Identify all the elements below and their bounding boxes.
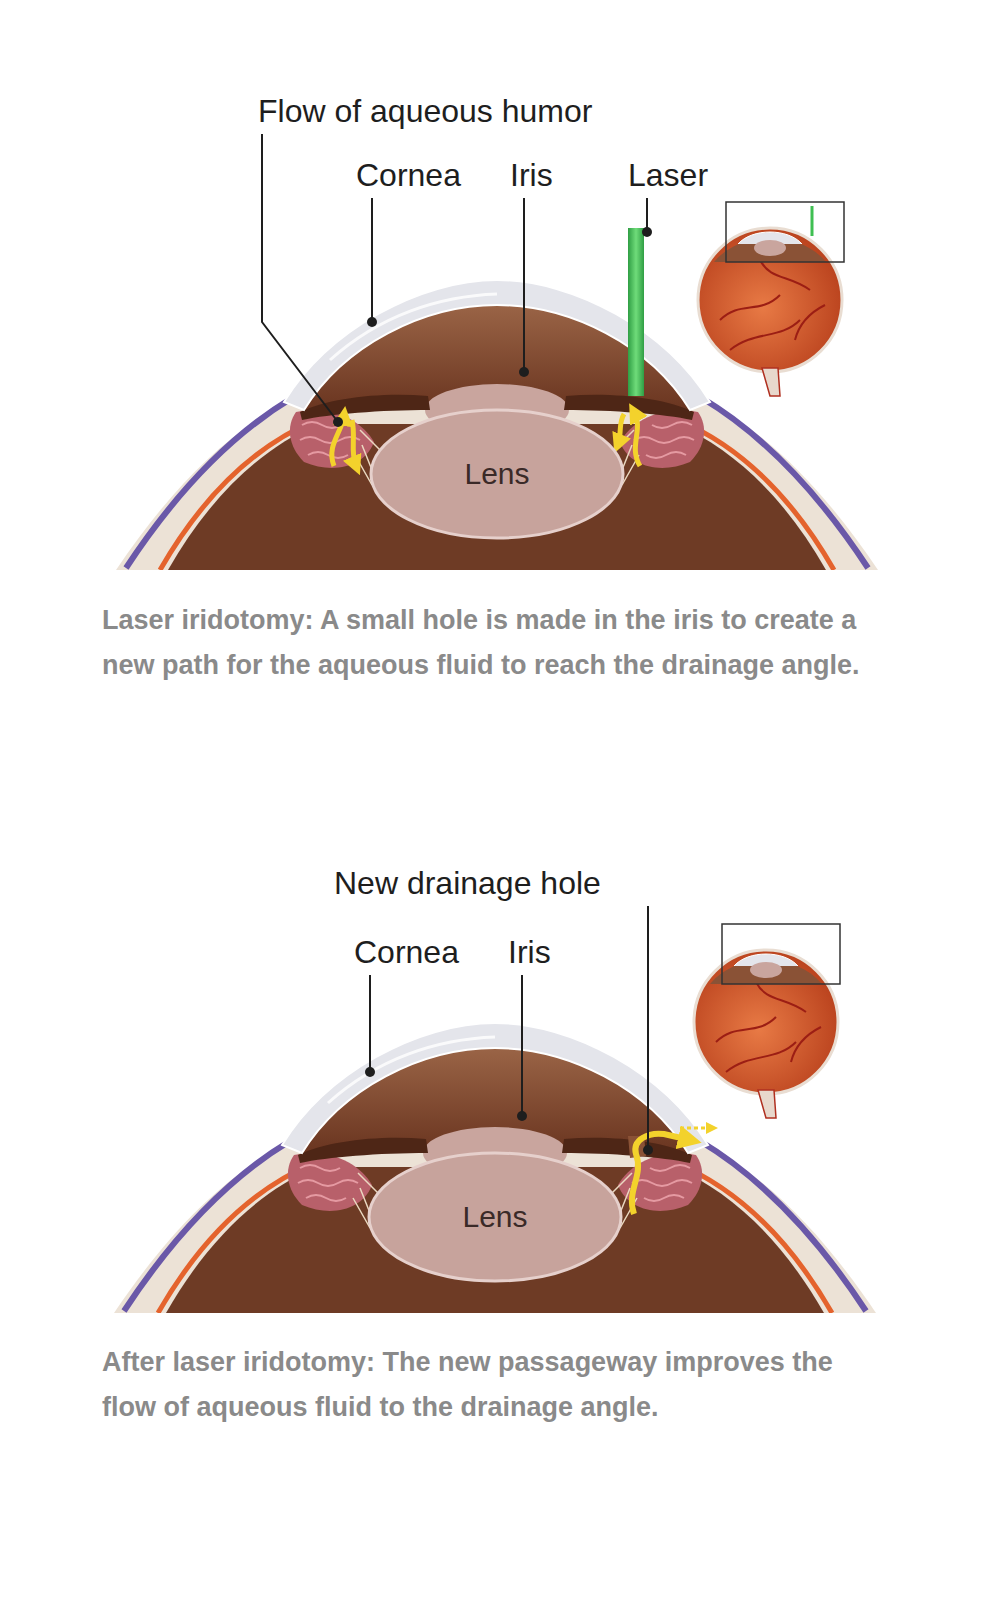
leader-line xyxy=(369,975,371,1072)
structure-label: Lens xyxy=(367,1200,623,1234)
leader-line xyxy=(371,198,373,322)
leader-dot xyxy=(643,1145,653,1155)
leader-line xyxy=(262,134,338,422)
leader-line xyxy=(647,906,649,1150)
aqueous-flow-arrow xyxy=(332,416,344,466)
leader-line xyxy=(646,198,648,232)
leader-dot xyxy=(333,417,343,427)
leader-line xyxy=(521,975,523,1116)
eyeball-inset xyxy=(698,228,842,396)
part-label: Flow of aqueous humor xyxy=(258,92,592,130)
lens-shape: Lens xyxy=(369,408,625,540)
lens-text: Lens xyxy=(369,457,625,491)
inset-frame xyxy=(726,202,844,262)
part-label: Cornea xyxy=(354,933,459,971)
figure-caption: After laser iridotomy: The new passagewa… xyxy=(102,1340,882,1430)
leader-dot xyxy=(517,1111,527,1121)
part-label: Iris xyxy=(508,933,551,971)
leader-dot xyxy=(519,367,529,377)
part-label: New drainage hole xyxy=(334,864,601,902)
leader-dot xyxy=(365,1067,375,1077)
aqueous-flow-arrow xyxy=(618,414,624,444)
inset-laser xyxy=(811,206,814,236)
aqueous-flow-arrow xyxy=(352,420,356,466)
lens-shape: Lens xyxy=(367,1151,623,1283)
leader-line xyxy=(523,198,525,372)
leader-dot xyxy=(367,317,377,327)
lens-text: Lens xyxy=(367,1200,623,1234)
laser-beam xyxy=(628,228,644,396)
part-label: Iris xyxy=(510,156,553,194)
leader-dot xyxy=(642,227,652,237)
figure-caption: Laser iridotomy: A small hole is made in… xyxy=(102,598,882,688)
eyeball-inset xyxy=(694,950,838,1118)
inset-frame xyxy=(722,924,840,984)
structure-label: Lens xyxy=(369,457,625,491)
part-label: Cornea xyxy=(356,156,461,194)
part-label: Laser xyxy=(628,156,708,194)
aqueous-flow-arrow xyxy=(632,1134,690,1214)
drainage-arrow xyxy=(680,1127,712,1130)
aqueous-flow-arrow xyxy=(634,412,640,466)
